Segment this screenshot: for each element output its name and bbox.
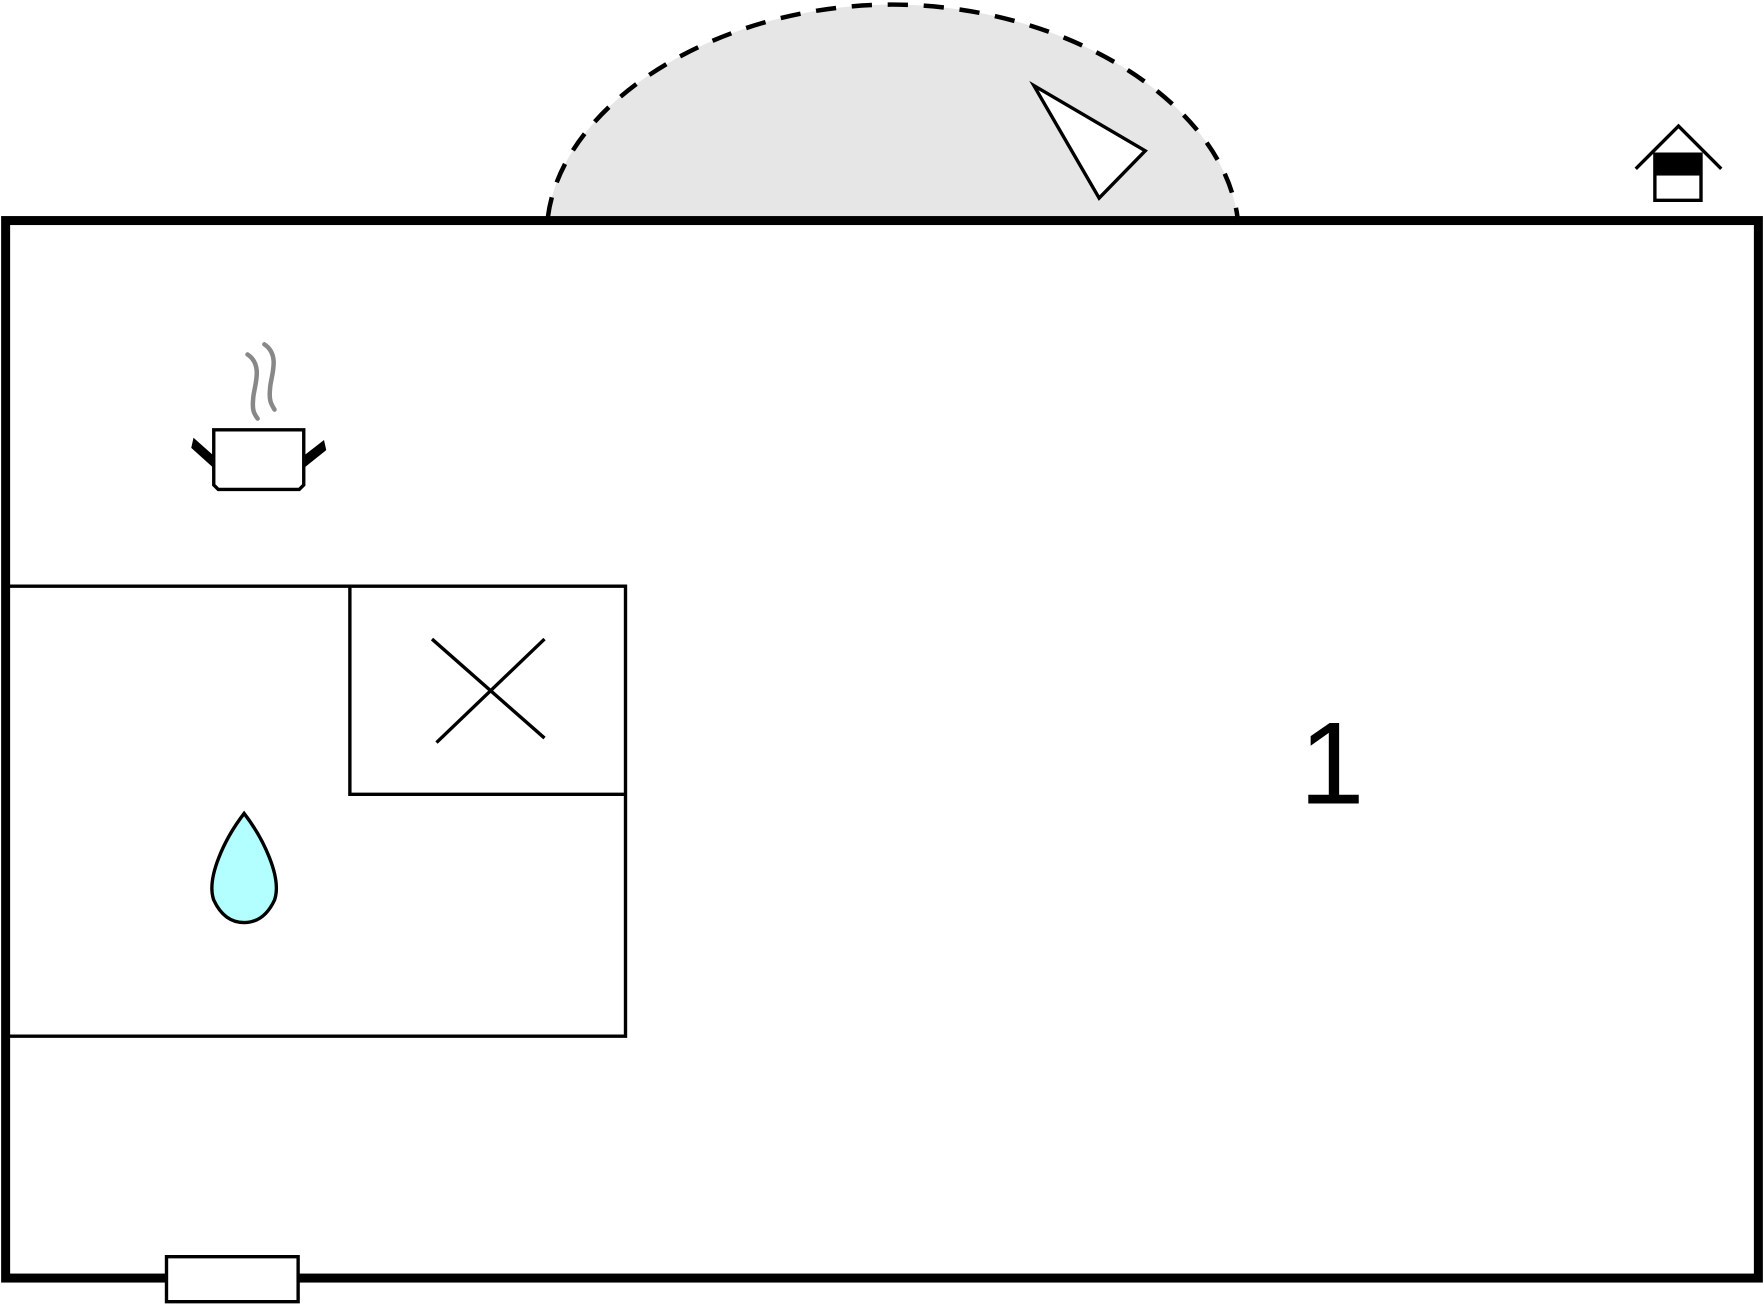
door-mat-icon xyxy=(164,1255,300,1304)
terrace-direction-icon xyxy=(1029,80,1148,201)
terrace-area xyxy=(545,2,1240,218)
room-number-label: 1 xyxy=(1299,697,1364,828)
kitchen-pot-icon xyxy=(191,342,327,492)
house-entrance-icon xyxy=(1634,123,1723,202)
outer-wall xyxy=(1,216,1763,1283)
fireplace-x-icon xyxy=(430,637,546,744)
inner-walls xyxy=(9,584,628,1038)
water-drop-icon xyxy=(210,810,278,925)
